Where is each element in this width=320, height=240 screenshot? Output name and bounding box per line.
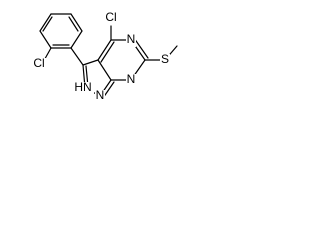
cl-top-bg xyxy=(100,12,122,25)
bond-aryl-6 xyxy=(70,30,83,49)
n-pyrazole-bg xyxy=(95,90,105,103)
bonds xyxy=(39,13,178,99)
atom-n-lower-right: N xyxy=(127,72,136,86)
bond-c3-aryl xyxy=(70,47,84,66)
s-thio-bg xyxy=(160,54,170,67)
bond-c3a-c4-double xyxy=(100,41,115,63)
structure-canvas: Cl N N S Cl N HN xyxy=(0,0,229,120)
bond-aryl-2 xyxy=(39,30,52,49)
atom-n-upper-right: N xyxy=(127,32,136,46)
bond-aryl-3-double xyxy=(42,16,53,32)
n-upper-right-bg xyxy=(126,34,136,47)
n-lower-right-bg xyxy=(126,74,136,87)
atom-n-pyrazole: N xyxy=(96,88,105,102)
atom-hn-pyrazole: HN xyxy=(74,80,91,94)
bond-aryl-5 xyxy=(70,13,83,32)
atom-s-thio: S xyxy=(161,52,169,66)
chemical-structure-diagram: Cl N N S Cl N HN xyxy=(28,10,178,103)
bond-aryl-3 xyxy=(39,13,52,32)
hn-pyrazole-bg xyxy=(72,82,94,95)
atom-cl-left: Cl xyxy=(33,56,44,70)
bond-c3a-c4 xyxy=(97,39,112,61)
bond-c3a-c3 xyxy=(82,59,99,66)
atom-labels: Cl N N S Cl N HN xyxy=(28,10,170,103)
cl-left-bg xyxy=(28,58,50,71)
bond-aryl-5-double xyxy=(68,16,79,32)
bond-c7a-c3a xyxy=(97,59,112,81)
bond-n5-c6-double xyxy=(133,37,149,59)
atom-cl-top: Cl xyxy=(105,10,116,24)
